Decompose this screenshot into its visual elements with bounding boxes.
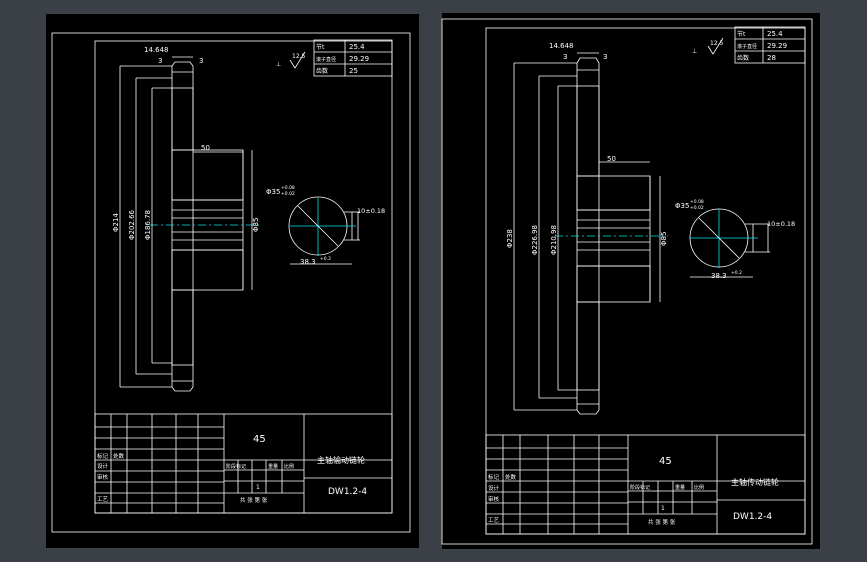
sprocket-section-view: Φ214 Φ202.66 Φ186.78 Φ85 14.648 3 3 50 — [112, 46, 262, 392]
dim-key-depth-tol: +0.2 — [320, 256, 331, 262]
dim-tooth-left: 3 — [563, 53, 567, 61]
title-block: 标记 处数 设计 审核 工艺 阶段标记 重量 比例 1 共 张 第 张 45 主… — [94, 413, 393, 514]
title-part-name: 主轴传动链轮 — [731, 477, 779, 487]
dim-outer-diameter: Φ214 — [112, 213, 120, 232]
title-scale-value: 1 — [256, 484, 260, 491]
dim-key-depth-tol: +0.2 — [731, 270, 742, 276]
title-row-label-4: 审核 — [488, 495, 500, 503]
dim-key-depth: 38.3 — [711, 272, 727, 280]
svg-text:⊥: ⊥ — [276, 61, 281, 68]
dim-tooth-left: 3 — [158, 57, 162, 65]
title-row-label-1: 标记 — [488, 473, 500, 481]
title-material: 45 — [253, 434, 266, 445]
dim-hub-diameter: Φ85 — [252, 218, 260, 232]
dim-bore-tol-dn: +0.02 — [690, 205, 704, 211]
drawing-sheet-2[interactable]: 节t 25.4 滚子直径 29.29 齿数 28 12.5 ⊥ — [441, 13, 820, 549]
title-mid-label-1: 阶段标记 — [630, 484, 650, 491]
title-row-label-2: 处数 — [505, 473, 517, 481]
dim-pitch-diameter: Φ226.98 — [531, 225, 539, 255]
dim-total-width: 14.648 — [144, 46, 169, 54]
param-table: 节t 25.4 滚子直径 29.29 齿数 25 — [313, 39, 393, 77]
roughness-symbol: 12.5 ⊥ — [692, 37, 724, 55]
param-label-3: 齿数 — [737, 54, 749, 62]
drawing-sheet-1[interactable]: 节t 25.4 滚子直径 29.29 齿数 25 12.5 ⊥ — [46, 14, 419, 548]
title-block: 标记 处数 设计 审核 工艺 阶段标记 重量 比例 1 共 张 第 张 45 主… — [485, 434, 806, 535]
title-sheet-count: 共 张 第 张 — [240, 496, 268, 504]
param-label-1: 节t — [316, 43, 325, 51]
sheet-outer-frame — [51, 32, 411, 533]
dim-root-diameter: Φ210.98 — [550, 225, 558, 255]
title-mid-label-2: 重量 — [268, 463, 278, 470]
sheet-background — [442, 13, 820, 549]
dim-key-depth: 38.3 — [300, 258, 316, 266]
title-mid-label-3: 比例 — [694, 484, 704, 491]
title-material: 45 — [659, 456, 672, 467]
param-value-1: 25.4 — [767, 30, 783, 38]
dim-bore-tol-dn: +0.02 — [281, 191, 295, 197]
title-sheet-count: 共 张 第 张 — [648, 518, 676, 526]
sheet-outer-frame — [441, 18, 813, 545]
param-value-2: 29.29 — [349, 55, 369, 63]
param-label-2: 滚子直径 — [737, 43, 757, 50]
title-row-label-1: 标记 — [97, 452, 109, 460]
param-label-1: 节t — [737, 30, 746, 38]
dim-total-width: 14.648 — [549, 42, 574, 50]
svg-text:12.5: 12.5 — [710, 40, 724, 47]
dim-tooth-right: 3 — [199, 57, 203, 65]
dim-tooth-right: 3 — [603, 53, 607, 61]
title-mid-label-3: 比例 — [284, 463, 294, 470]
dim-outer-diameter: Φ238 — [506, 229, 514, 248]
title-row-label-2: 处数 — [113, 452, 125, 460]
title-drawing-no: DW1.2-4 — [733, 512, 772, 522]
dim-bore-tol-up: +0.08 — [281, 185, 295, 191]
dim-bore-tol-up: +0.08 — [690, 199, 704, 205]
svg-text:⊥: ⊥ — [692, 48, 697, 55]
dim-hub-length: 50 — [201, 144, 210, 152]
sheet-background — [46, 14, 419, 548]
dim-bore: Φ35 — [266, 188, 280, 196]
title-row-label-4: 审核 — [97, 473, 109, 481]
title-mid-label-2: 重量 — [675, 484, 685, 491]
title-row-label-3: 设计 — [488, 484, 500, 492]
title-part-name: 主轴输动链轮 — [317, 455, 365, 465]
sprocket-section-view: Φ238 Φ226.98 Φ210.98 Φ85 14.648 3 3 50 — [506, 42, 668, 415]
param-label-3: 齿数 — [316, 67, 328, 75]
title-drawing-no: DW1.2-4 — [328, 487, 367, 497]
dim-key-width: 10±0.18 — [767, 220, 795, 228]
title-row-label-5: 工艺 — [488, 517, 500, 524]
dim-hub-length: 50 — [607, 155, 616, 163]
param-value-2: 29.29 — [767, 42, 787, 50]
param-value-3: 28 — [767, 54, 776, 62]
title-scale-value: 1 — [661, 505, 665, 512]
roughness-symbol: 12.5 ⊥ — [276, 51, 306, 69]
param-value-1: 25.4 — [349, 43, 365, 51]
svg-text:12.5: 12.5 — [292, 53, 306, 60]
dim-pitch-diameter: Φ202.66 — [128, 209, 136, 240]
keyway-view: 10±0.18 38.3 +0.2 Φ35 +0.08 +0.02 — [675, 199, 795, 280]
title-row-label-3: 设计 — [97, 462, 109, 470]
dim-bore: Φ35 — [675, 202, 689, 210]
title-mid-label-1: 阶段标记 — [226, 463, 246, 470]
param-value-3: 25 — [349, 67, 358, 75]
keyway-view: 10±0.18 38.3 +0.2 Φ35 +0.08 +0.02 — [266, 185, 385, 266]
param-table: 节t 25.4 滚子直径 29.29 齿数 28 — [734, 26, 806, 64]
param-label-2: 滚子直径 — [316, 56, 336, 63]
dim-hub-diameter: Φ85 — [660, 232, 668, 246]
dim-root-diameter: Φ186.78 — [144, 210, 152, 240]
title-row-label-5: 工艺 — [97, 496, 109, 503]
dim-key-width: 10±0.18 — [357, 207, 385, 215]
